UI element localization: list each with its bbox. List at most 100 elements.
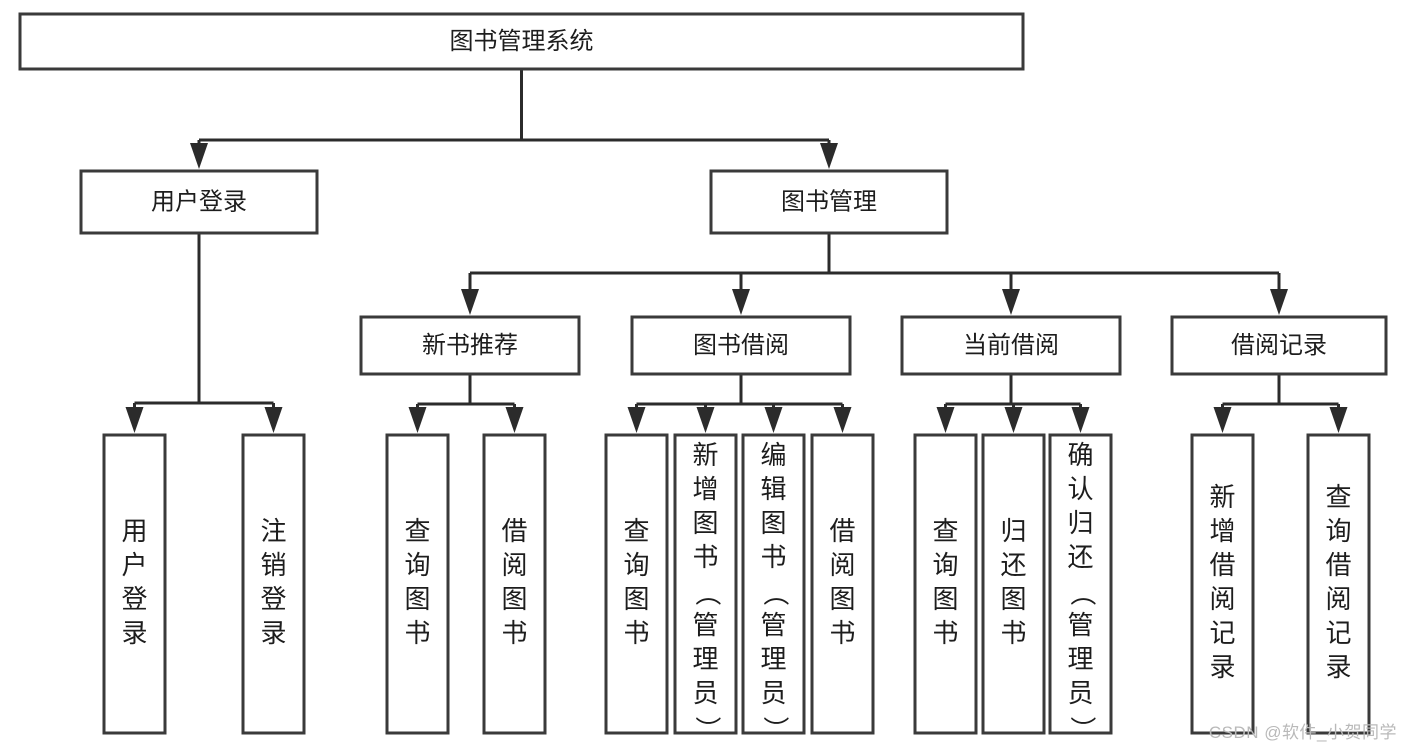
node-box[interactable] [1048, 433, 1113, 735]
node-box[interactable] [1170, 315, 1388, 376]
node-label-char: 图 [1000, 584, 1026, 614]
node-root[interactable]: 图书管理系统 [18, 12, 1025, 71]
node-box[interactable] [1306, 433, 1371, 735]
node-book-borrow[interactable]: 图书借阅 [630, 315, 852, 376]
node-label-char: 借 [829, 516, 855, 546]
node-label-char: 书 [760, 542, 786, 572]
node-label-char: ） [1068, 716, 1098, 742]
connector-group-root [190, 69, 838, 169]
arrow-head-icon [190, 143, 208, 169]
node-label-char: 员 [692, 678, 718, 708]
node-current-borrow[interactable]: 当前借阅 [900, 315, 1122, 376]
node-label-char: 图 [760, 508, 786, 538]
node-label-char: ） [693, 716, 723, 742]
connector-layer [125, 69, 1348, 433]
node-label-char: 图 [932, 584, 958, 614]
node-label-char: 管 [1067, 610, 1093, 640]
node-label-char: 阅 [829, 550, 855, 580]
node-box[interactable] [604, 433, 669, 735]
node-label-char: （ [1068, 580, 1098, 606]
node-box[interactable] [385, 433, 450, 735]
node-label: 图书借阅 [693, 332, 789, 359]
arrow-head-icon [732, 289, 750, 315]
node-label-char: 录 [1325, 652, 1351, 682]
node-label-char: 确 [1067, 440, 1093, 470]
connector-group-book-borrow [627, 374, 852, 433]
node-label-char: 阅 [1209, 584, 1235, 614]
arrow-head-icon [125, 407, 144, 433]
node-label-char: 书 [404, 618, 430, 648]
node-label-char: 销 [260, 550, 286, 580]
node-box[interactable] [102, 433, 167, 735]
node-box[interactable] [673, 433, 738, 735]
node-label-char: 编 [760, 440, 786, 470]
node-label-char: 书 [829, 618, 855, 648]
node-label-char: 借 [1209, 550, 1235, 580]
node-box[interactable] [630, 315, 852, 376]
node-label-char: 辑 [760, 474, 786, 504]
arrow-head-icon [1002, 289, 1020, 315]
node-label-char: 管 [692, 610, 718, 640]
node-label-char: 询 [932, 550, 958, 580]
node-label-char: 图 [692, 508, 718, 538]
node-label-char: 录 [1209, 652, 1235, 682]
node-borrow-record[interactable]: 借阅记录 [1170, 315, 1388, 376]
node-label-char: 借 [501, 516, 527, 546]
node-box[interactable] [241, 433, 306, 735]
connector-group-book-manage [461, 233, 1288, 315]
node-leaf-user-login[interactable]: 用户登录 [102, 433, 167, 735]
node-label-char: 理 [1067, 644, 1093, 674]
node-label-char: 归 [1000, 516, 1026, 546]
node-box[interactable] [913, 433, 978, 735]
node-label-char: ） [761, 716, 791, 742]
node-box[interactable] [18, 12, 1025, 71]
node-box[interactable] [900, 315, 1122, 376]
arrow-head-icon [696, 407, 715, 433]
node-label-char: 借 [1325, 550, 1351, 580]
node-box[interactable] [1190, 433, 1255, 735]
arrow-head-icon [1213, 407, 1232, 433]
node-label-char: 阅 [1325, 584, 1351, 614]
node-label-char: 查 [932, 516, 958, 546]
node-box[interactable] [482, 433, 547, 735]
node-user-login[interactable]: 用户登录 [79, 169, 319, 235]
node-label-char: 书 [623, 618, 649, 648]
node-new-book-recommend[interactable]: 新书推荐 [359, 315, 581, 376]
node-label-char: 阅 [501, 550, 527, 580]
node-label-char: 员 [1067, 678, 1093, 708]
node-box[interactable] [810, 433, 875, 735]
node-label-char: 理 [760, 644, 786, 674]
node-label-char: （ [693, 580, 723, 606]
node-book-manage[interactable]: 图书管理 [709, 169, 949, 235]
node-label-char: 员 [760, 678, 786, 708]
node-box[interactable] [709, 169, 949, 235]
arrow-head-icon [1329, 407, 1348, 433]
node-label-char: 询 [623, 550, 649, 580]
node-label-char: 管 [760, 610, 786, 640]
arrow-head-icon [408, 407, 427, 433]
node-label-char: 增 [1209, 516, 1235, 546]
node-box[interactable] [741, 433, 806, 735]
node-box[interactable] [79, 169, 319, 235]
node-label: 当前借阅 [963, 332, 1059, 359]
node-box[interactable] [981, 433, 1046, 735]
node-label: 图书管理系统 [450, 28, 594, 55]
node-box[interactable] [359, 315, 581, 376]
